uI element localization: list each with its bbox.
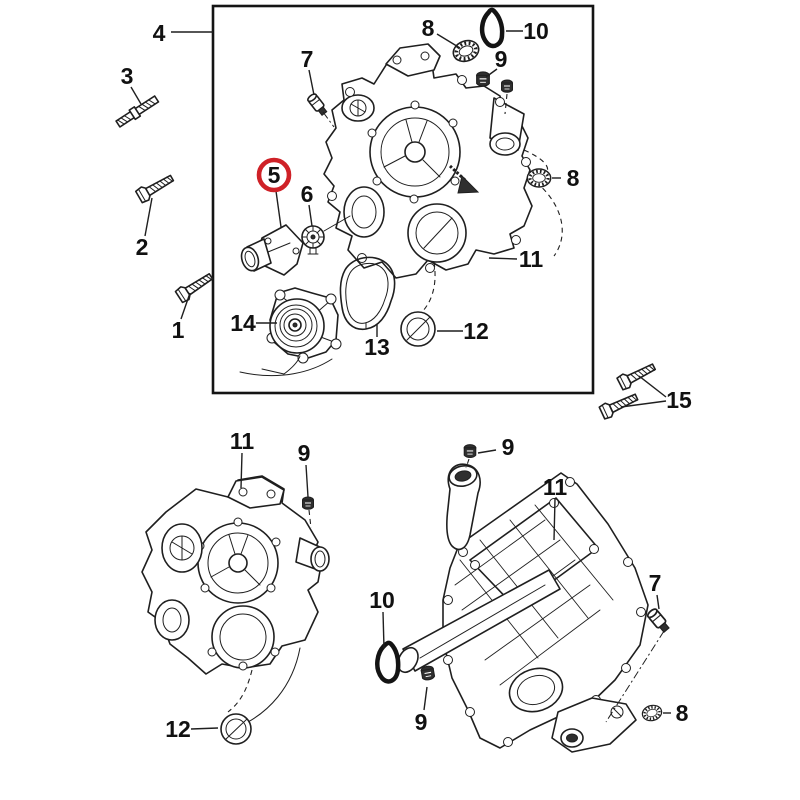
- bolt-1: [174, 269, 216, 305]
- leader-line-15: [638, 375, 667, 398]
- callout-9: 9: [298, 440, 311, 466]
- crankshaft-seal-front: [220, 713, 252, 745]
- leader-line-15: [620, 400, 667, 408]
- highlight-circle: [256, 157, 292, 193]
- callout-13: 13: [364, 334, 390, 360]
- callout-label: 9: [415, 709, 428, 735]
- callout-7: 7: [649, 570, 662, 596]
- bolt-2: [134, 170, 177, 205]
- callout-11: 11: [519, 246, 544, 272]
- leader-line-11: [553, 498, 556, 541]
- pipe-plug-b: [501, 79, 513, 115]
- callout-10: 10: [369, 587, 395, 613]
- engine-coolant-sensor-main: [305, 91, 335, 128]
- callout-label: 9: [298, 440, 311, 466]
- callout-15: 15: [666, 387, 692, 413]
- callout-label: 12: [165, 716, 191, 742]
- callout-labels: 43 2 1 7 8 9 10 8 56 11 14 13 12 15 11 9 12 9 11 10 9 7 8: [121, 15, 692, 742]
- leader-line-3: [130, 86, 142, 105]
- callout-label: 11: [519, 246, 544, 272]
- callout-label: 3: [121, 63, 134, 89]
- leader-line-11: [488, 257, 518, 260]
- callout-8: 8: [676, 700, 689, 726]
- callout-label: 12: [463, 318, 489, 344]
- callout-label: 1: [172, 317, 185, 343]
- callout-label: 8: [422, 15, 435, 41]
- callout-label: 7: [649, 570, 662, 596]
- callout-9: 9: [502, 434, 515, 460]
- callout-label: 10: [369, 587, 395, 613]
- pipe-plug-a: [476, 71, 490, 87]
- callout-label: 5: [268, 162, 281, 188]
- callout-label: 14: [230, 310, 256, 336]
- callout-label: 13: [364, 334, 390, 360]
- callout-label: 15: [666, 387, 692, 413]
- leader-line-7: [308, 69, 315, 96]
- pipe-plug-rear-bottom: [420, 664, 436, 682]
- leader-line-11: [240, 452, 243, 489]
- callout-11: 11: [230, 428, 255, 454]
- leader-line-9: [477, 449, 497, 454]
- callout-label: 9: [495, 46, 508, 72]
- camshaft-seal-top: [448, 35, 484, 67]
- timing-cover-assembly: [239, 43, 563, 377]
- callout-label: 8: [567, 165, 580, 191]
- callout-label: 8: [676, 700, 689, 726]
- engine-coolant-sensor-rear: [605, 606, 672, 723]
- leader-line-9: [423, 686, 428, 711]
- callout-4: 4: [153, 20, 166, 46]
- leader-line-5: [275, 190, 282, 228]
- pipe-plug-front: [302, 496, 314, 529]
- callout-label: 11: [230, 428, 255, 454]
- camshaft-seal-rear: [639, 701, 665, 725]
- leader-line-2: [144, 197, 153, 237]
- callout-1: 1: [172, 317, 185, 343]
- callout-2: 2: [136, 234, 149, 260]
- callout-label: 2: [136, 234, 149, 260]
- timing-cover-front: [141, 475, 330, 723]
- callout-14: 14: [230, 310, 256, 336]
- callout-label: 10: [523, 18, 549, 44]
- detail-box: [211, 4, 595, 395]
- callout-7: 7: [301, 46, 314, 72]
- callout-9: 9: [495, 46, 508, 72]
- leader-line-9: [305, 464, 309, 498]
- callout-11: 11: [543, 474, 568, 500]
- leader-line-7: [656, 594, 660, 610]
- callout-8: 8: [422, 15, 435, 41]
- timing-cover-rear: [397, 463, 649, 753]
- leader-lines: [130, 30, 671, 730]
- callout-10: 10: [523, 18, 549, 44]
- callout-6: 6: [301, 181, 314, 207]
- callout-5-highlighted: 5: [256, 157, 292, 193]
- callout-3: 3: [121, 63, 134, 89]
- pipe-plug-rear-top: [463, 444, 477, 469]
- stud-bolt-3: [114, 93, 161, 130]
- leader-line-10: [382, 611, 385, 649]
- outlet-gasket-top: [479, 7, 505, 49]
- callout-8: 8: [567, 165, 580, 191]
- callout-label: 7: [301, 46, 314, 72]
- leader-line-1: [180, 292, 191, 320]
- crankshaft-seal-main: [400, 311, 436, 347]
- callout-label: 11: [543, 474, 568, 500]
- water-pump-gasket: [339, 256, 396, 331]
- thermostat-housing: [240, 224, 304, 276]
- callout-label: 6: [301, 181, 314, 207]
- leader-line-9: [485, 68, 498, 78]
- leader-line-12: [190, 727, 219, 730]
- callout-12: 12: [463, 318, 489, 344]
- leader-line-6: [308, 204, 313, 227]
- callout-12: 12: [165, 716, 191, 742]
- camshaft-seal-right: [525, 167, 553, 189]
- thermostat: [301, 215, 351, 255]
- leader-line-8: [436, 33, 461, 49]
- callout-label: 4: [153, 20, 166, 46]
- water-pump: [261, 287, 342, 375]
- callout-label: 9: [502, 434, 515, 460]
- outlet-gasket-rear: [375, 640, 401, 684]
- callout-9: 9: [415, 709, 428, 735]
